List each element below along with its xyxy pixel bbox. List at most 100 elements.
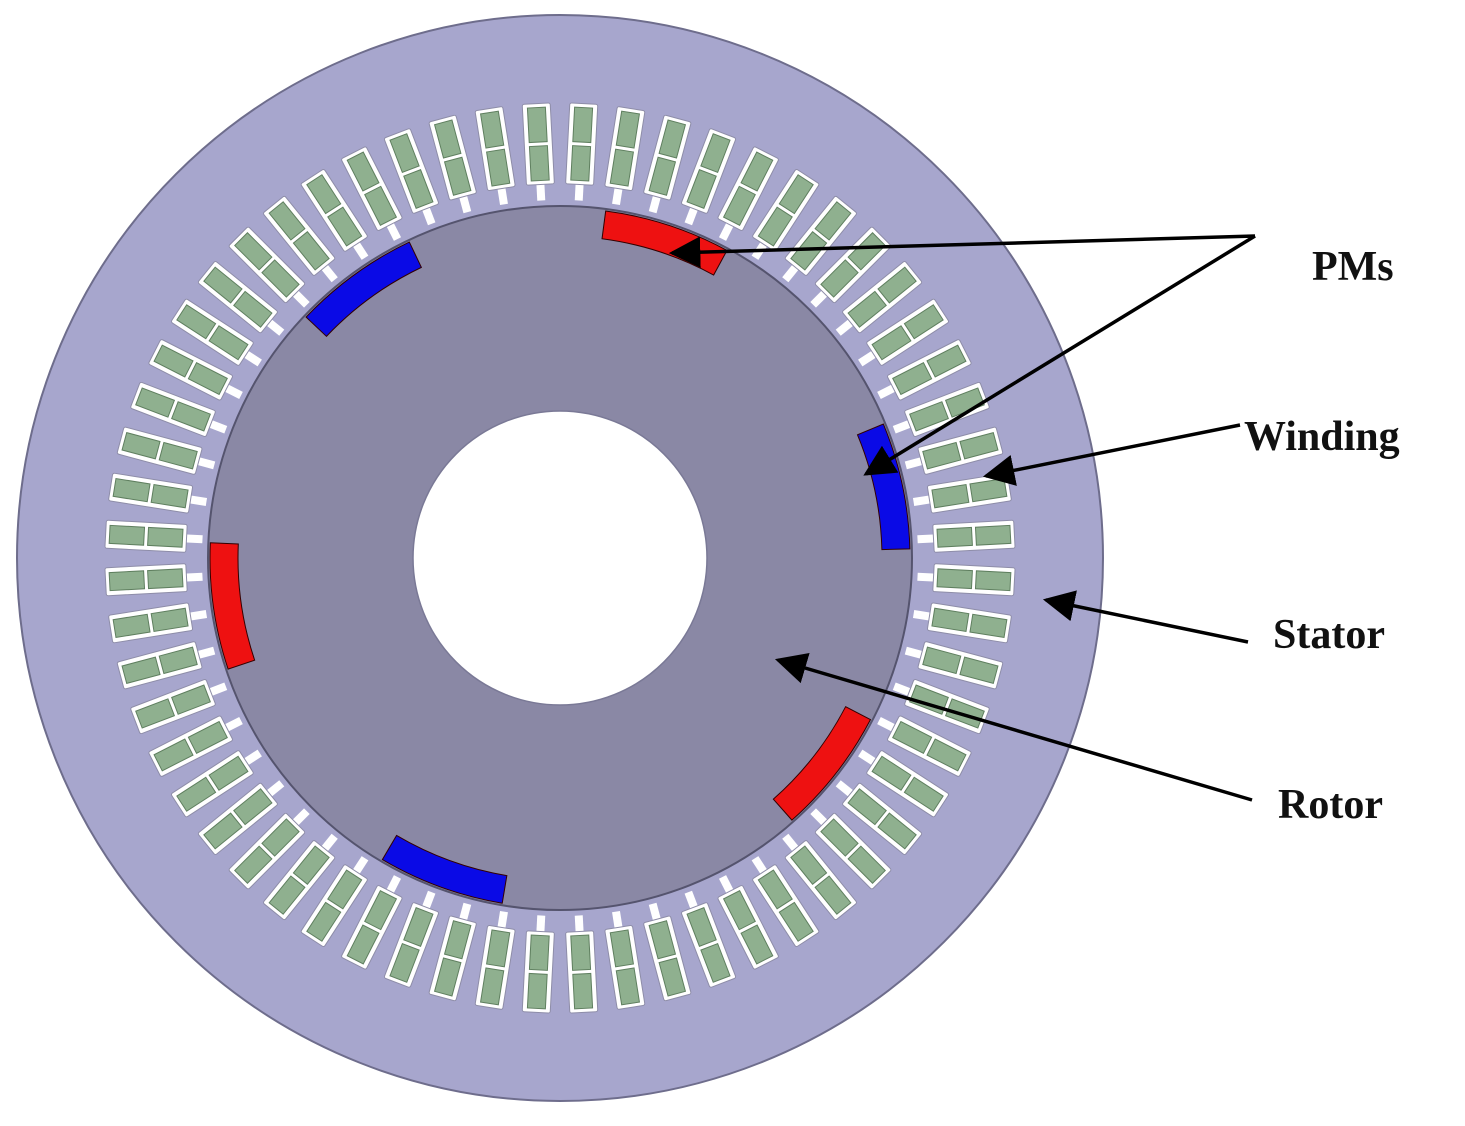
winding-coil [820, 818, 859, 857]
stator-slot [228, 808, 310, 890]
winding-coil [135, 387, 176, 418]
stator-slot [751, 856, 820, 947]
stator-slot [904, 641, 1004, 690]
rotor-arrow [774, 652, 1253, 802]
stator-slot [912, 602, 1012, 644]
stator-slot [858, 298, 949, 367]
winding-coil [112, 477, 151, 503]
winding-coil [346, 151, 380, 192]
slot-opening [497, 910, 508, 930]
winding-coil [615, 110, 641, 149]
winding-coil [790, 231, 828, 271]
slot-opening [242, 749, 262, 767]
slot-opening [912, 610, 932, 621]
stator-slot [521, 102, 555, 201]
slot-opening [195, 456, 216, 470]
stator-slot [474, 106, 516, 206]
stator-slot [428, 902, 477, 1002]
slot-opening [718, 221, 735, 241]
winding-coil [778, 174, 814, 215]
stator-slot [383, 890, 439, 988]
slot-opening [385, 221, 402, 241]
winding-coil [135, 698, 176, 729]
slot-opening [917, 534, 936, 544]
winding-coil [233, 290, 273, 328]
pms-label: PMs [1312, 244, 1394, 290]
winding-coil [740, 151, 774, 192]
slot-opening [648, 902, 662, 923]
stator-slot [171, 298, 262, 367]
stator-slot [782, 833, 857, 921]
slot-opening [385, 875, 402, 895]
winding-coil [346, 924, 380, 965]
winding-coil [790, 845, 828, 885]
slot-opening [421, 205, 436, 226]
stator-slot [904, 426, 1004, 475]
winding-coil [778, 901, 814, 942]
slot-opening [421, 890, 436, 911]
winding-coil [327, 206, 363, 247]
stator-slot [892, 381, 990, 437]
winding-coil [479, 967, 505, 1006]
winding-coil [959, 656, 999, 685]
winding-coil [108, 524, 146, 546]
winding-coil [486, 148, 511, 187]
winding-coil [969, 613, 1008, 639]
slot-opening [458, 193, 472, 214]
stator-slot [858, 749, 949, 818]
winding-coil [570, 934, 592, 971]
winding-coil [147, 568, 184, 590]
winding-coil [903, 304, 944, 340]
winding-coil [847, 788, 887, 826]
slot-opening [207, 419, 228, 434]
winding-coil [268, 875, 306, 915]
stator-slot [341, 146, 403, 241]
winding-coil [486, 929, 511, 968]
stator-slot [474, 910, 516, 1010]
stator-slot [521, 915, 555, 1014]
winding-coil [757, 206, 793, 247]
winding-coil [171, 401, 211, 432]
pm-south-magnet [305, 241, 423, 338]
winding-coil [108, 570, 146, 592]
stator-slot [835, 261, 923, 336]
slot-opening [265, 780, 285, 798]
stator-slot [300, 856, 369, 947]
winding-coil [892, 720, 933, 754]
winding-coil [403, 907, 434, 947]
winding-label: Winding [1244, 414, 1400, 460]
winding-coil [926, 344, 967, 378]
slot-opening [917, 572, 936, 582]
slot-opening [188, 610, 208, 621]
winding-coil [847, 290, 887, 328]
pms-arrow-to-top-magnet [668, 234, 1256, 268]
slot-opening [904, 646, 925, 660]
slot-opening [536, 182, 546, 201]
stator-label: Stator [1273, 612, 1385, 658]
slot-opening [718, 875, 735, 895]
slot-opening [188, 495, 208, 506]
stator-slot [751, 169, 820, 260]
winding-coil [877, 266, 917, 304]
stator-slot [104, 519, 203, 553]
stator-slot [116, 426, 216, 475]
winding-coil [722, 890, 756, 931]
winding-coil [814, 201, 852, 241]
winding-coil [526, 972, 548, 1010]
winding-coil [528, 145, 550, 182]
stator-slot [643, 114, 692, 214]
stator-slot [197, 780, 285, 855]
slot-opening [207, 682, 228, 697]
winding-coil [974, 524, 1012, 546]
winding-coil [150, 484, 189, 509]
slot-opening [648, 193, 662, 214]
winding-coil [936, 568, 973, 590]
winding-coil [570, 145, 592, 182]
winding-coil [403, 169, 434, 209]
winding-coil [364, 185, 398, 226]
winding-coil [871, 755, 912, 791]
winding-coil [261, 259, 300, 298]
slot-opening [858, 349, 878, 367]
winding-coil [208, 755, 249, 791]
shaft-bore [412, 410, 708, 706]
